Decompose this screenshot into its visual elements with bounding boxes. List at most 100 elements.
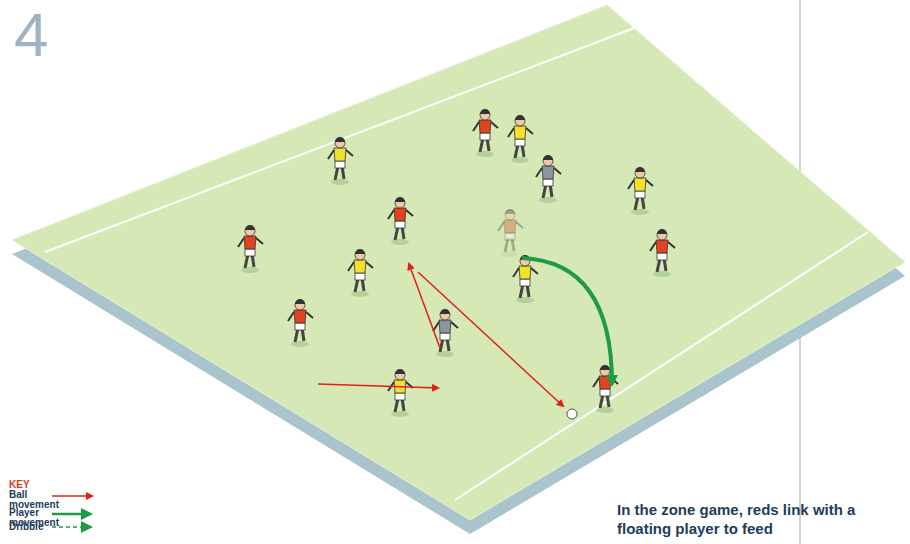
player-hair xyxy=(600,365,610,370)
ball-pass xyxy=(318,384,438,388)
player-hair xyxy=(515,115,525,120)
key-dribble-line xyxy=(52,526,90,528)
player-arm xyxy=(668,242,675,248)
player-shadow xyxy=(436,351,454,357)
player-hair xyxy=(657,229,667,234)
ball xyxy=(567,409,577,419)
player-shadow xyxy=(516,297,534,303)
player-shirt xyxy=(294,310,306,323)
player-shadow xyxy=(653,271,671,277)
legend-label: Ball movement xyxy=(9,490,49,510)
player-head xyxy=(657,230,667,240)
player-shadow xyxy=(331,179,349,185)
player-hair xyxy=(395,369,405,374)
player-shirt xyxy=(244,236,256,249)
player-shorts xyxy=(395,221,405,228)
player-head xyxy=(505,210,515,220)
diagram-number: 4 xyxy=(14,4,48,66)
player-shirt xyxy=(439,320,451,333)
key-ball-line xyxy=(52,495,92,497)
player-shorts xyxy=(505,233,515,240)
player-shadow xyxy=(391,411,409,417)
player-arm xyxy=(346,150,353,156)
player-shadow xyxy=(476,151,494,157)
player-arm xyxy=(646,180,653,186)
player-shadow xyxy=(501,251,519,257)
player-shadow xyxy=(391,239,409,245)
player-shadow xyxy=(596,407,614,413)
player-head xyxy=(245,226,255,236)
player-shirt xyxy=(514,126,526,139)
player-head xyxy=(543,156,553,166)
player-head xyxy=(335,138,345,148)
player-arm xyxy=(238,238,244,247)
player-arm xyxy=(526,128,533,134)
player-head xyxy=(480,110,490,120)
player-shadow xyxy=(241,267,259,273)
player-shirt xyxy=(599,376,611,389)
player-head xyxy=(355,250,365,260)
player-arm xyxy=(513,268,519,277)
player-arm xyxy=(328,150,334,159)
player-shirt xyxy=(479,120,491,133)
player-arm xyxy=(650,242,656,251)
player-arm xyxy=(491,122,498,128)
player-shadow xyxy=(351,291,369,297)
player-arm xyxy=(348,262,354,271)
player-hair xyxy=(480,109,490,114)
player-shirt xyxy=(504,220,516,233)
player-shadow xyxy=(539,197,557,203)
player-shorts xyxy=(355,273,365,280)
player-head xyxy=(515,116,525,126)
player-run xyxy=(522,258,612,384)
player-arm xyxy=(366,262,373,268)
player-hair xyxy=(355,249,365,254)
player-shirt xyxy=(519,266,531,279)
player-arm xyxy=(554,168,561,174)
ball-pass xyxy=(418,272,563,406)
player-hair xyxy=(635,167,645,172)
player-shorts xyxy=(657,253,667,260)
player-head xyxy=(395,370,405,380)
key-heading: KEY xyxy=(9,480,30,490)
ball-pass xyxy=(409,264,440,348)
player-head xyxy=(635,168,645,178)
player-shirt xyxy=(334,148,346,161)
player-shirt xyxy=(656,240,668,253)
player-shadow xyxy=(631,209,649,215)
player-arm xyxy=(473,122,479,131)
player-shorts xyxy=(335,161,345,168)
player-shorts xyxy=(543,179,553,186)
player-hair xyxy=(245,225,255,230)
player-shorts xyxy=(520,279,530,286)
key-player-line xyxy=(52,513,90,516)
player-shorts xyxy=(295,323,305,330)
player-arm xyxy=(498,222,504,231)
player-hair xyxy=(505,209,515,214)
pitch xyxy=(12,5,905,520)
player-shorts xyxy=(635,191,645,198)
player-shirt xyxy=(394,208,406,221)
zone-line xyxy=(45,22,650,252)
player-hair xyxy=(335,137,345,142)
player-hair xyxy=(440,309,450,314)
player-arm xyxy=(508,128,514,137)
player-hair xyxy=(295,299,305,304)
player-head xyxy=(440,310,450,320)
player-arm xyxy=(593,378,599,387)
player-arm xyxy=(536,168,542,177)
player-arm xyxy=(288,312,294,321)
player-head xyxy=(295,300,305,310)
player-head xyxy=(600,366,610,376)
player-hair xyxy=(395,197,405,202)
player-arm xyxy=(306,312,313,318)
player-shadow xyxy=(291,341,309,347)
caption: In the zone game, reds link with a float… xyxy=(617,500,902,538)
player-shorts xyxy=(515,139,525,146)
player-shorts xyxy=(600,389,610,396)
player-shorts xyxy=(440,333,450,340)
player-arm xyxy=(451,322,458,328)
player-shirt xyxy=(634,178,646,191)
